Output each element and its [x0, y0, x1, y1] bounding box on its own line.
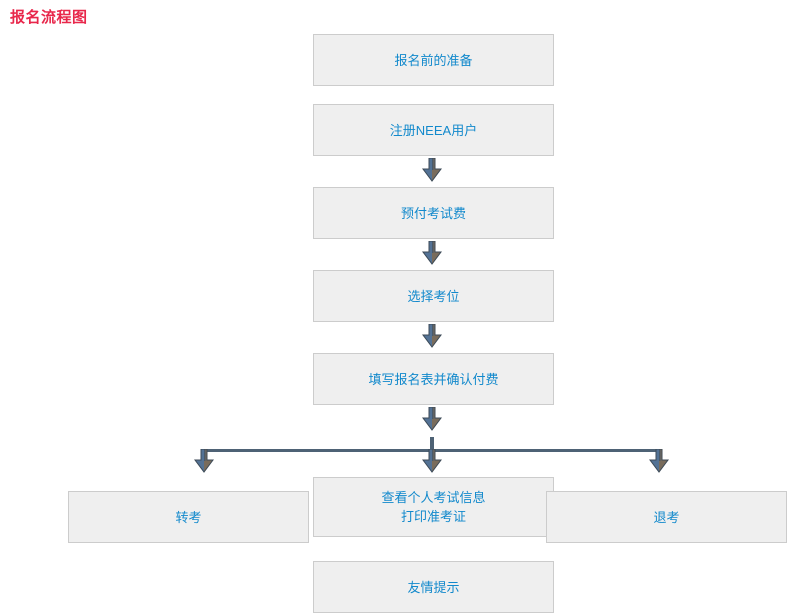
arrow-down-icon: [421, 324, 443, 348]
arrow-down-icon: [648, 449, 670, 473]
flow-node-label-line-2: 打印准考证: [400, 509, 466, 524]
flow-node-register: 注册NEEA用户: [313, 104, 554, 156]
flow-node-prepare: 报名前的准备: [313, 34, 554, 86]
flow-node-label: 友情提示: [407, 579, 460, 595]
arrow-down-icon: [421, 407, 443, 431]
flow-node-tips: 友情提示: [313, 561, 554, 613]
flow-node-transfer: 转考: [68, 491, 309, 543]
flow-node-view-info: 查看个人考试信息 打印准考证: [313, 477, 554, 537]
flow-node-label: 填写报名表并确认付费: [368, 371, 499, 387]
flow-node-label: 预付考试费: [400, 205, 466, 221]
flow-node-label: 转考: [175, 509, 202, 525]
flow-node-label: 注册NEEA用户: [389, 122, 478, 138]
flow-node-label: 选择考位: [407, 288, 460, 304]
page-title: 报名流程图: [10, 9, 88, 26]
flow-node-label: 退考: [653, 509, 680, 525]
arrow-down-icon: [421, 241, 443, 265]
flow-node-choose-seat: 选择考位: [313, 270, 554, 322]
flow-node-label: 报名前的准备: [394, 52, 473, 68]
flow-node-label-line-1: 查看个人考试信息: [381, 490, 486, 505]
flow-node-prepay: 预付考试费: [313, 187, 554, 239]
flow-node-withdraw: 退考: [546, 491, 787, 543]
arrow-down-icon: [421, 158, 443, 182]
flow-node-fill-form: 填写报名表并确认付费: [313, 353, 554, 405]
branch-stem: [430, 437, 434, 451]
arrow-down-icon: [421, 449, 443, 473]
arrow-down-icon: [193, 449, 215, 473]
